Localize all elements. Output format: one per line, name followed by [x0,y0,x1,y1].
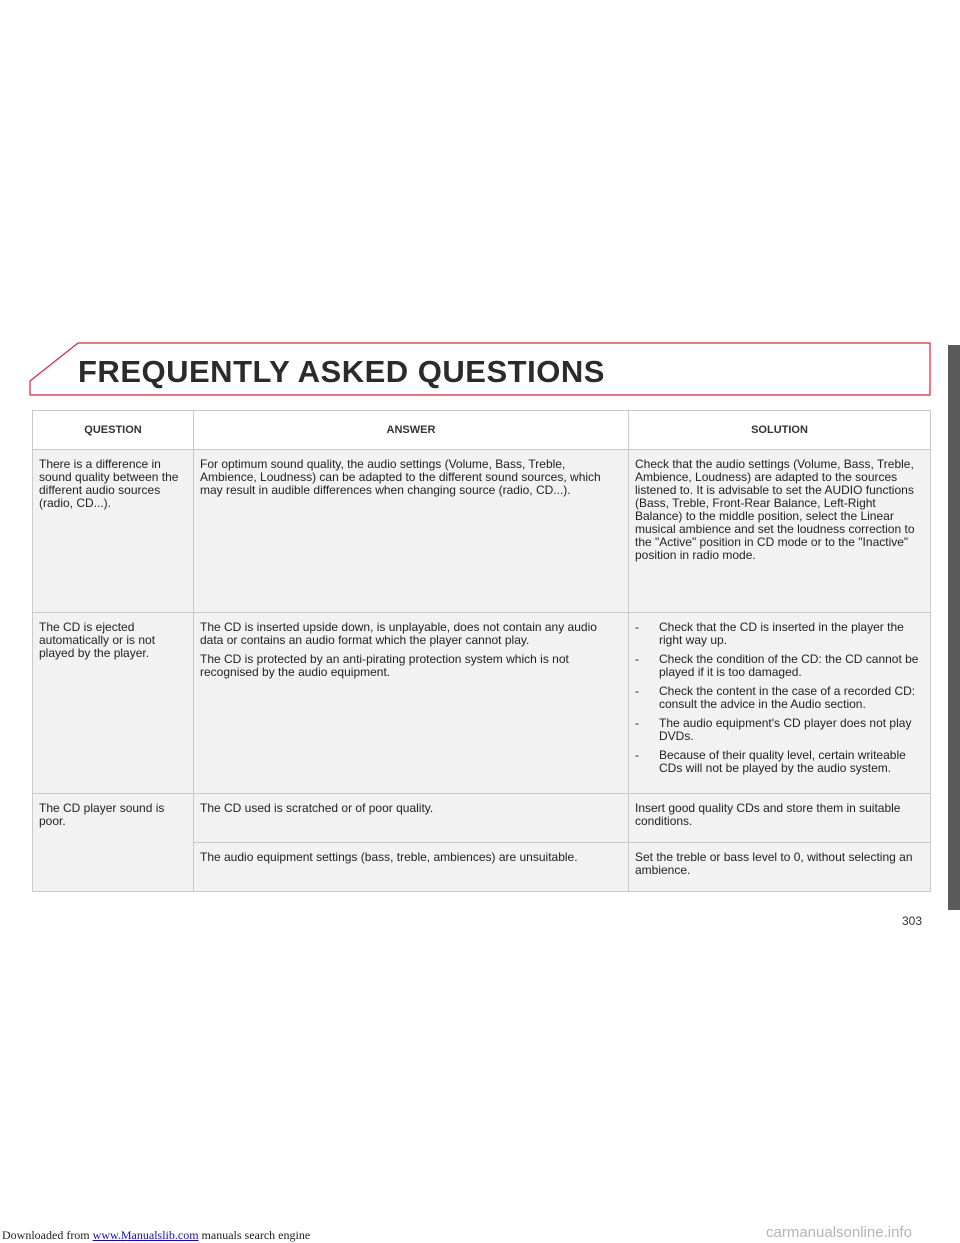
title-frame [29,342,931,396]
faq-table: QUESTION ANSWER SOLUTION There is a diff… [32,410,931,892]
table-row: The audio equipment settings (bass, treb… [33,842,931,892]
solution-item-text: Check the condition of the CD: the CD ca… [659,652,919,679]
answer-cell: The CD used is scratched or of poor qual… [193,793,629,843]
question-cell: The CD is ejected automatically or is no… [32,612,194,794]
answer-text: The CD is protected by an anti-pirating … [200,652,569,679]
answer-text: The CD is inserted upside down, is unpla… [200,620,597,647]
answer-text: For optimum sound quality, the audio set… [200,457,601,497]
manualslib-link[interactable]: www.Manualslib.com [92,1228,199,1242]
dash-bullet: - [635,684,639,698]
dash-bullet: - [635,652,639,666]
column-header-solution: SOLUTION [628,410,931,450]
solution-cell: Set the treble or bass level to 0, witho… [628,842,931,892]
solution-item: - Because of their quality level, certain… [635,749,924,775]
solution-cell: Check that the audio settings (Volume, B… [628,449,931,613]
table-row: The CD is ejected automatically or is no… [32,612,931,794]
solution-list: - Check that the CD is inserted in the pl… [635,621,924,775]
page-title: FREQUENTLY ASKED QUESTIONS [78,354,605,389]
answer-text: The CD used is scratched or of poor qual… [200,801,434,815]
solution-item-text: Check the content in the case of a recor… [659,684,916,711]
footer-prefix: Downloaded from [2,1228,93,1242]
watermark: carmanualsonline.info [766,1224,912,1241]
solution-cell: Insert good quality CDs and store them i… [628,793,931,843]
table-header-row: QUESTION ANSWER SOLUTION [32,410,931,450]
column-header-answer: ANSWER [193,410,629,450]
side-tab-marker [948,345,960,910]
solution-cell: - Check that the CD is inserted in the pl… [628,612,931,794]
answer-text: The audio equipment settings (bass, treb… [200,850,578,864]
solution-item: - The audio equipment's CD player does no… [635,717,924,743]
solution-item: - Check that the CD is inserted in the pl… [635,621,924,647]
dash-bullet: - [635,716,639,730]
answer-cell: The CD is inserted upside down, is unpla… [193,612,629,794]
answer-cell: For optimum sound quality, the audio set… [193,449,629,613]
footer-suffix: manuals search engine [198,1228,311,1242]
solution-item: - Check the content in the case of a reco… [635,685,924,711]
question-cell: There is a difference in sound quality b… [32,449,194,613]
question-cell: The CD player sound is poor. [32,793,194,892]
solution-item-text: Check that the CD is inserted in the pla… [659,620,904,647]
dash-bullet: - [635,748,639,762]
solution-item-text: The audio equipment's CD player does not… [659,716,912,743]
download-footer: Downloaded from www.Manualslib.com manua… [2,1228,310,1243]
page-number: 303 [902,914,923,928]
table-row: The CD player sound is poor. The CD used… [32,793,931,892]
column-header-question: QUESTION [32,410,194,450]
dash-bullet: - [635,620,639,634]
solution-item: - Check the condition of the CD: the CD c… [635,653,924,679]
table-row: There is a difference in sound quality b… [32,449,931,613]
solution-item-text: Because of their quality level, certain … [659,748,906,775]
answer-cell: The audio equipment settings (bass, treb… [193,842,629,892]
